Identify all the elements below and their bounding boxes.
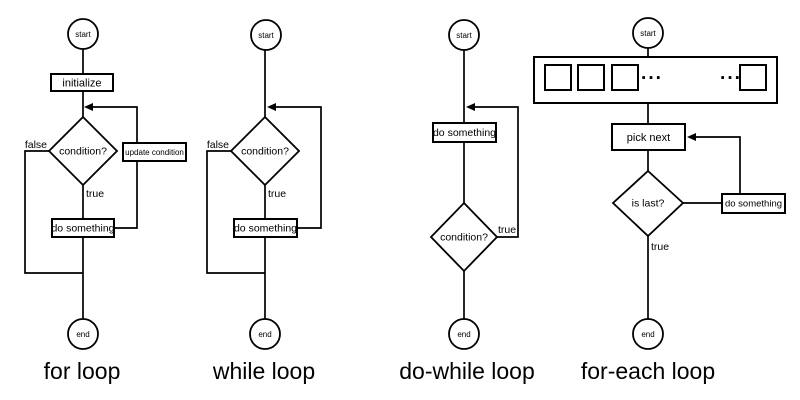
false-branch-line bbox=[24, 150, 83, 274]
chart-title: do-while loop bbox=[399, 358, 535, 384]
edge-label-true: true bbox=[498, 224, 516, 236]
loop-back-line bbox=[694, 136, 741, 194]
do-something-node-label: do something bbox=[433, 127, 496, 139]
chart-title: for-each loop bbox=[581, 358, 715, 384]
chart-title: for loop bbox=[44, 358, 121, 384]
ellipsis: ··· bbox=[641, 68, 663, 89]
update-condition-node-label: update condition bbox=[125, 148, 184, 157]
do-while-loop-flowchart: start do something condition? true end d… bbox=[399, 19, 535, 384]
start-node bbox=[67, 18, 99, 50]
end-node-label: end bbox=[641, 330, 654, 339]
pick-next-node bbox=[611, 123, 686, 151]
end-node bbox=[249, 318, 281, 350]
edge-label-false: false bbox=[207, 139, 229, 151]
start-node-label: start bbox=[258, 31, 274, 40]
chart-title: while loop bbox=[212, 358, 315, 384]
condition-node-label: condition? bbox=[241, 146, 289, 158]
condition-node-label: condition? bbox=[59, 146, 107, 158]
for-each-loop-flowchart: start ··· ··· pick next is last? do some… bbox=[533, 17, 786, 384]
start-node-label: start bbox=[456, 31, 472, 40]
arrowhead-icon bbox=[687, 133, 696, 141]
loop-back-line bbox=[275, 106, 322, 229]
do-something-node-label: do something bbox=[234, 223, 297, 235]
start-node-label: start bbox=[640, 29, 656, 38]
is-last-node bbox=[611, 169, 685, 238]
loop-back-line bbox=[474, 106, 519, 238]
end-node-label: end bbox=[457, 330, 470, 339]
array-element bbox=[577, 64, 605, 91]
condition-node bbox=[47, 115, 119, 187]
arrowhead-icon bbox=[267, 103, 276, 111]
while-loop-flowchart: start condition? do something false true… bbox=[206, 19, 322, 384]
condition-node-label: condition? bbox=[440, 232, 488, 244]
loop-back-line bbox=[92, 106, 138, 229]
pick-next-node-label: pick next bbox=[627, 132, 670, 144]
do-something-node bbox=[432, 122, 497, 143]
end-node-label: end bbox=[76, 330, 89, 339]
initialize-node bbox=[50, 73, 114, 92]
edge-label-true: true bbox=[651, 241, 669, 253]
false-branch-line bbox=[206, 150, 265, 274]
start-node-label: start bbox=[75, 30, 91, 39]
initialize-node-label: initialize bbox=[62, 78, 101, 90]
end-node bbox=[448, 318, 480, 350]
start-node bbox=[448, 19, 480, 51]
edge-label-true: true bbox=[268, 188, 286, 200]
ellipsis: ··· bbox=[720, 68, 742, 89]
for-loop-flowchart: start initialize condition? update condi… bbox=[24, 18, 187, 384]
edge-label-false: false bbox=[25, 139, 47, 151]
array-node bbox=[533, 56, 778, 104]
is-last-node-label: is last? bbox=[632, 198, 665, 210]
end-node bbox=[67, 318, 99, 350]
start-node bbox=[632, 17, 664, 49]
do-something-node-label: do something bbox=[51, 223, 114, 235]
end-node-label: end bbox=[258, 330, 271, 339]
condition-node bbox=[429, 201, 499, 273]
condition-node bbox=[229, 115, 301, 187]
edge-label-true: true bbox=[86, 188, 104, 200]
start-node bbox=[250, 19, 282, 51]
array-element bbox=[739, 64, 767, 91]
array-element bbox=[611, 64, 639, 91]
do-something-node bbox=[233, 218, 298, 238]
update-condition-node bbox=[122, 142, 187, 162]
end-node bbox=[632, 318, 664, 350]
do-something-node bbox=[51, 218, 115, 238]
do-something-node-label: do something bbox=[725, 199, 782, 210]
do-something-node bbox=[721, 193, 786, 214]
arrowhead-icon bbox=[84, 103, 93, 111]
array-element bbox=[544, 64, 572, 91]
arrowhead-icon bbox=[466, 103, 475, 111]
